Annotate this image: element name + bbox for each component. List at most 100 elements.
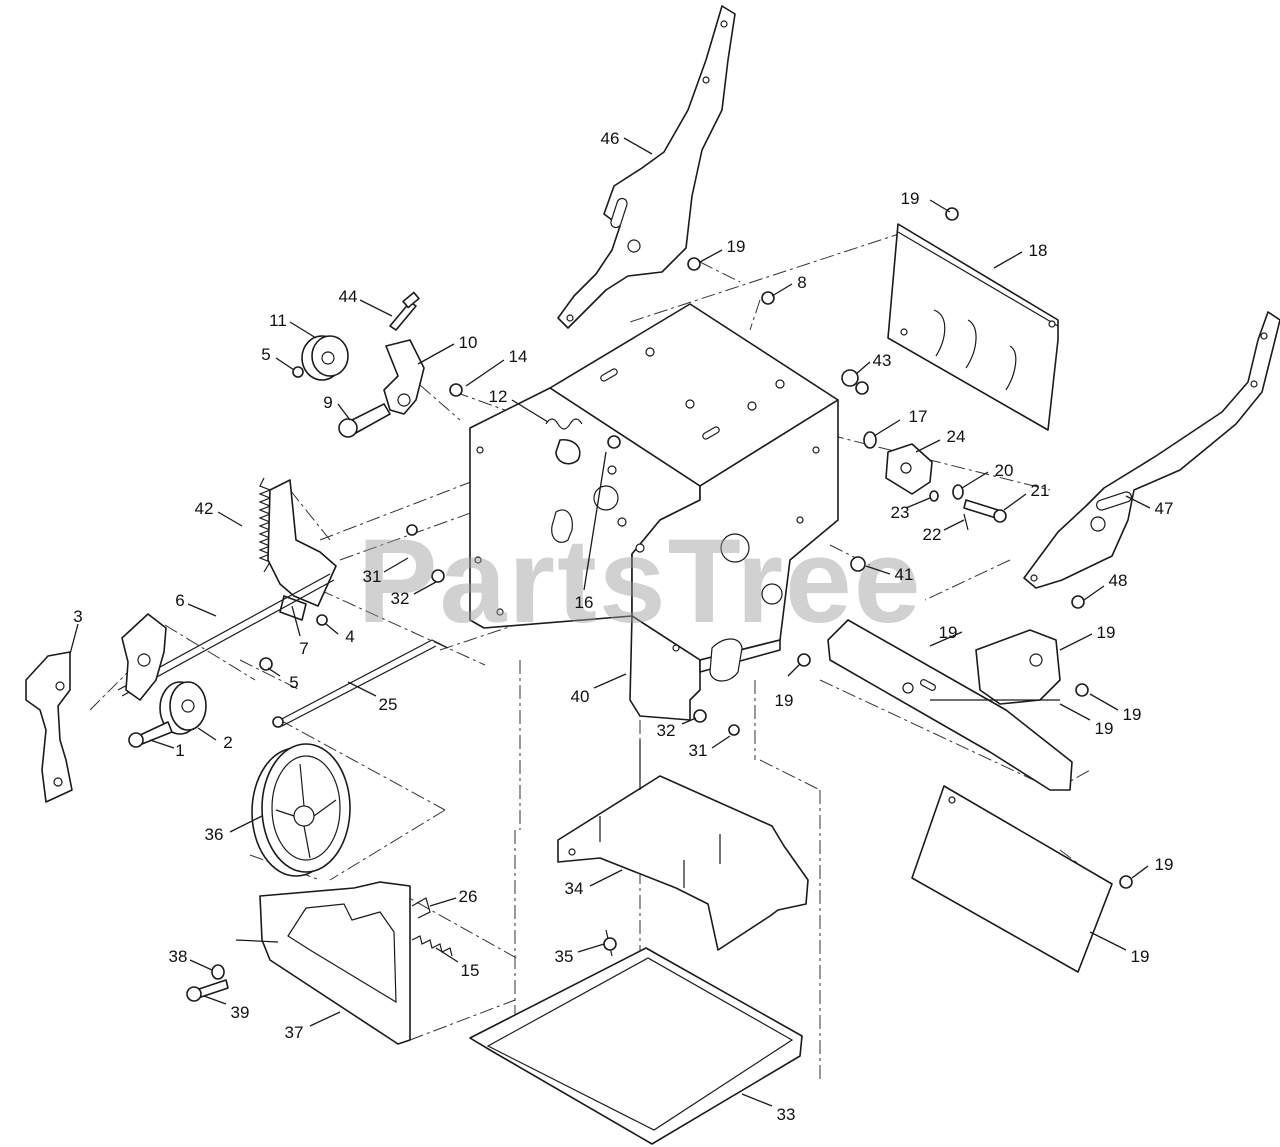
part-1-bolt: [128, 721, 173, 748]
callout-44: 44: [339, 287, 358, 306]
callout-46: 47: [1155, 499, 1174, 518]
callout-6: 6: [175, 591, 184, 610]
callout-19-c: 19: [775, 691, 794, 710]
callout-19-a: 19: [901, 189, 920, 208]
part-7-bracket: [267, 479, 337, 621]
part-26-pin: [963, 513, 969, 531]
small-hardware: [259, 207, 1133, 951]
callout-3: 3: [73, 607, 82, 626]
part-22-mount-bar: [827, 619, 1073, 791]
callout-40: 40: [571, 687, 590, 706]
callout-29: 25: [379, 695, 398, 714]
part-19-bolt-e: [1119, 875, 1133, 889]
callout-11: 11: [269, 311, 287, 330]
callout-33: 33: [777, 1105, 796, 1124]
callout-36: 36: [205, 825, 224, 844]
callout-41: 41: [895, 565, 914, 584]
main-frame: [469, 303, 839, 721]
callout-14: 14: [509, 347, 528, 366]
part-21-lever-bracket: [975, 629, 1061, 705]
part-2-drive-pulley: [159, 681, 207, 735]
callout-31-upper: 31: [363, 567, 382, 586]
callout-9: 9: [323, 393, 332, 412]
part-32-clip-lower: [693, 709, 707, 723]
callout-24: 20: [995, 461, 1014, 480]
part-37-guard-bracket: [235, 881, 411, 1045]
callout-35: 35: [555, 947, 574, 966]
callout-42: 42: [195, 499, 214, 518]
part-38-washer: [211, 964, 225, 980]
part-42-extension-spring: [258, 477, 272, 573]
part-25-bolt: [963, 499, 1007, 523]
part-46-lever-arm: [1023, 311, 1280, 589]
callout-19-d: 19: [1123, 705, 1142, 724]
callout-47: 46: [601, 129, 620, 148]
callout-4: 4: [345, 627, 354, 646]
part-27-ring: [929, 490, 939, 502]
callouts: 46 19 18 19 8 44 11 10 5 14 43 9 12 17 2…: [69, 129, 1174, 1124]
callout-37: 37: [285, 1023, 304, 1042]
part-29-rod: [272, 639, 449, 728]
part-32-clip-upper: [431, 569, 445, 583]
part-23-cover-plate: [911, 785, 1113, 973]
callout-43: 43: [873, 351, 892, 370]
callout-5-upper: 5: [261, 345, 270, 364]
part-8-bolt: [761, 291, 775, 305]
part-39-bolt: [186, 979, 229, 1002]
callout-1: 1: [175, 741, 184, 760]
callout-8: 8: [797, 273, 806, 292]
part-31-clip-upper: [406, 524, 418, 536]
part-11-idler-pulley: [301, 335, 349, 381]
part-3-lever-plate: [25, 651, 73, 803]
callout-25: 21: [1031, 481, 1050, 500]
watermark: PartsTree: [357, 514, 922, 648]
part-19-bolt-a: [687, 257, 701, 271]
callout-21: 19: [1097, 623, 1116, 642]
part-4-nut: [316, 614, 328, 626]
callout-7: 7: [299, 639, 308, 658]
callout-17: 17: [909, 407, 928, 426]
part-41-nut: [850, 556, 866, 572]
part-12-spring: [545, 418, 583, 465]
part-14-bolt: [449, 383, 463, 397]
callout-32-lower: 32: [657, 721, 676, 740]
callout-10: 10: [459, 333, 478, 352]
callout-19-e: 19: [1155, 855, 1174, 874]
part-5-nut-lower: [259, 657, 273, 671]
part-48-bolt: [1071, 595, 1085, 609]
callout-27: 23: [891, 503, 910, 522]
callout-22: 19: [939, 623, 958, 642]
part-10-idler-arm: [383, 339, 425, 415]
callout-18: 18: [1029, 241, 1048, 260]
part-15-spring: [411, 935, 453, 957]
callout-28: 24: [947, 427, 966, 446]
part-31-clip-lower: [728, 724, 740, 736]
callout-30: 26: [459, 887, 478, 906]
part-35-clip: [603, 937, 617, 951]
callout-39: 39: [231, 1003, 250, 1022]
part-44-bolt: [389, 291, 420, 331]
callout-34: 34: [565, 879, 584, 898]
callout-5-lower: 5: [289, 673, 298, 692]
part-19-bolt-c: [797, 653, 811, 667]
callout-48: 48: [1109, 571, 1128, 590]
callout-12: 12: [489, 387, 508, 406]
part-mount-bracket: [121, 613, 167, 701]
callout-2: 2: [223, 733, 232, 752]
part-36-large-pulley: [251, 743, 351, 877]
callout-32-upper: 32: [391, 589, 410, 608]
part-30-clip: [411, 897, 431, 919]
callout-31-lower: 31: [689, 741, 708, 760]
part-18-shield-plate: [887, 223, 1059, 431]
part-19-bolt-d: [1075, 683, 1089, 697]
part-24-washer: [952, 484, 964, 500]
part-5-nut-upper: [292, 366, 304, 378]
part-47-lever-arm: [557, 5, 736, 329]
part-33-bottom-tray: [469, 929, 803, 1145]
callout-26: 22: [923, 525, 942, 544]
part-28-bearing-housing: [885, 443, 933, 495]
callout-23: 19: [1131, 947, 1150, 966]
callout-15: 15: [461, 961, 480, 980]
part-17-washer: [863, 431, 877, 449]
